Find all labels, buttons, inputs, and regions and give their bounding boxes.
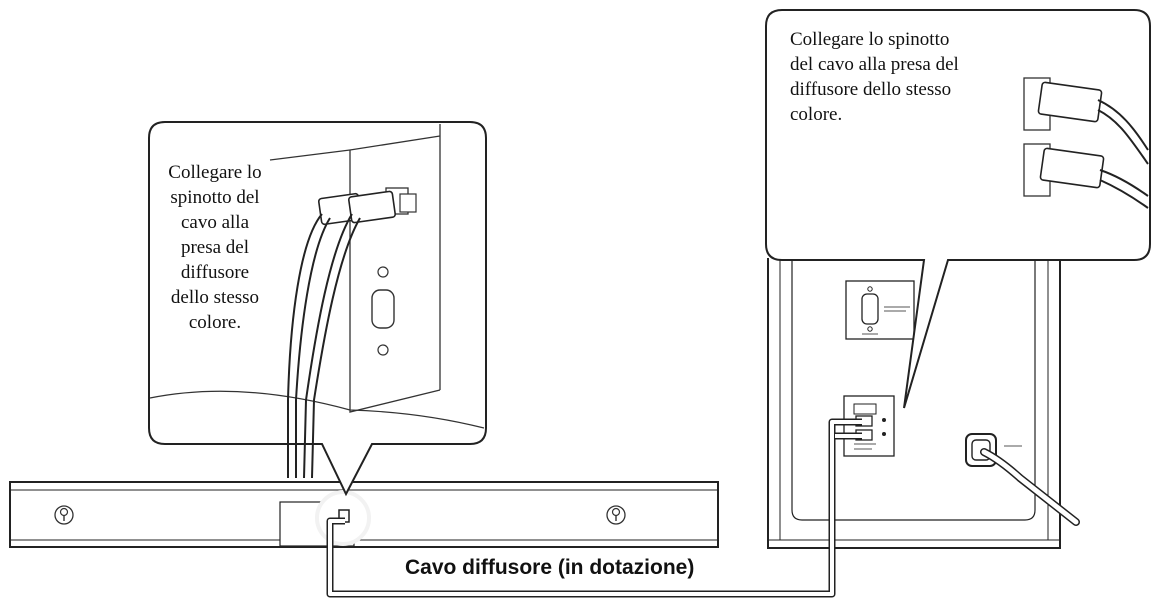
callout-right-line: diffusore dello stesso — [790, 77, 1000, 102]
callout-right-line: Collegare lo spinotto — [790, 27, 1000, 52]
callout-left-line: presa del — [150, 235, 280, 260]
callout-right-line: colore. — [790, 102, 1000, 127]
subwoofer-speaker-terminals — [844, 396, 894, 456]
callout-left-line: colore. — [150, 310, 280, 335]
callout-right-text: Collegare lo spinotto del cavo alla pres… — [790, 27, 1000, 127]
callout-right-line: del cavo alla presa del — [790, 52, 1000, 77]
callout-left-line: Collegare lo — [150, 160, 280, 185]
cable-label: Cavo diffusore (in dotazione) — [405, 556, 694, 580]
callout-left-line: dello stesso — [150, 285, 280, 310]
soundbar-unit — [10, 482, 718, 547]
callout-left-line: diffusore — [150, 260, 280, 285]
callout-left-line: spinotto del — [150, 185, 280, 210]
callout-left-line: cavo alla — [150, 210, 280, 235]
callout-left-text: Collegare lo spinotto del cavo alla pres… — [150, 160, 280, 335]
